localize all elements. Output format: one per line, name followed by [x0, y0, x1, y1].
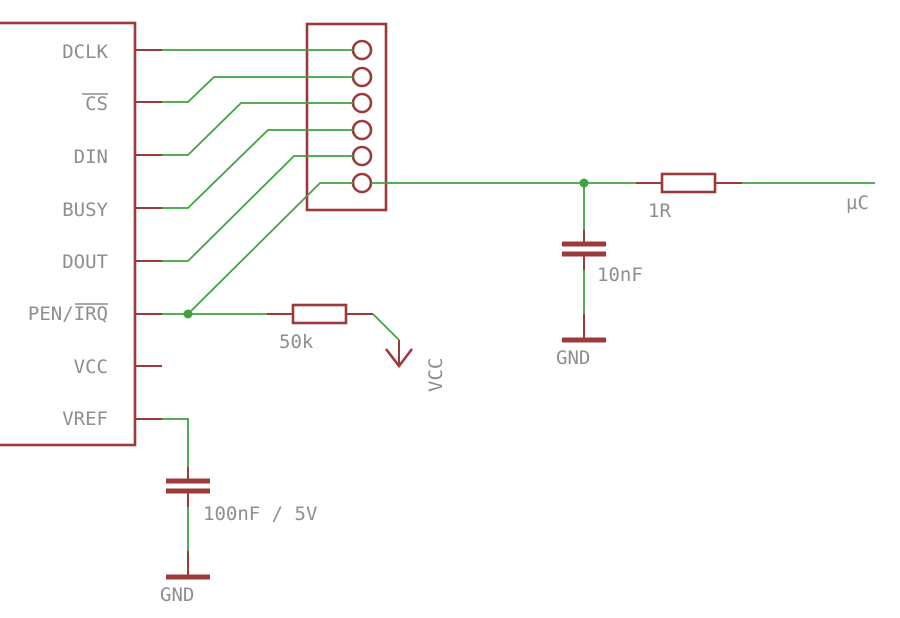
- vcc-arrow-symbol: [384, 348, 414, 369]
- wire-cs: [162, 76, 353, 103]
- capacitor-10nf-label: 10nF: [597, 264, 643, 286]
- header-pin-2: [351, 66, 373, 88]
- resistor-50k: [291, 303, 348, 325]
- resistor-50k-label: 50k: [279, 331, 314, 353]
- pin-label-pen-irq: PEN/IRQ: [28, 303, 108, 325]
- header-pin-4: [351, 119, 373, 141]
- pin-label-cs: CS: [85, 93, 108, 115]
- gnd-a-label: GND: [556, 347, 590, 369]
- pin-label-vref: VREF: [62, 408, 108, 430]
- header-pin-5: [351, 145, 373, 167]
- gnd-b-label: GND: [160, 584, 194, 606]
- resistor-1r: [660, 172, 717, 194]
- wire-pen-irq: [162, 182, 353, 315]
- header-pin-3: [351, 92, 373, 114]
- pin-label-dout: DOUT: [62, 251, 108, 273]
- net-label-vcc: VCC: [425, 358, 447, 392]
- ic-body: [0, 21, 137, 447]
- header-body: [305, 22, 388, 212]
- header-pin-6: [351, 172, 373, 194]
- wire-resistor-to-vcc: [372, 313, 400, 341]
- capacitor-100nf-label: 100nF / 5V: [203, 503, 317, 525]
- net-label-uc: µC: [846, 192, 869, 214]
- pin-label-din: DIN: [74, 146, 108, 168]
- wire-din: [162, 102, 353, 156]
- pin-label-dclk: DCLK: [62, 41, 108, 63]
- pin-label-busy: BUSY: [62, 199, 108, 221]
- wire-dout: [162, 155, 353, 262]
- header-pin-1: [351, 39, 373, 61]
- wire-vref: [162, 418, 189, 467]
- wire-busy: [162, 129, 353, 209]
- resistor-1r-label: 1R: [648, 200, 671, 222]
- pin-label-vcc: VCC: [74, 356, 108, 378]
